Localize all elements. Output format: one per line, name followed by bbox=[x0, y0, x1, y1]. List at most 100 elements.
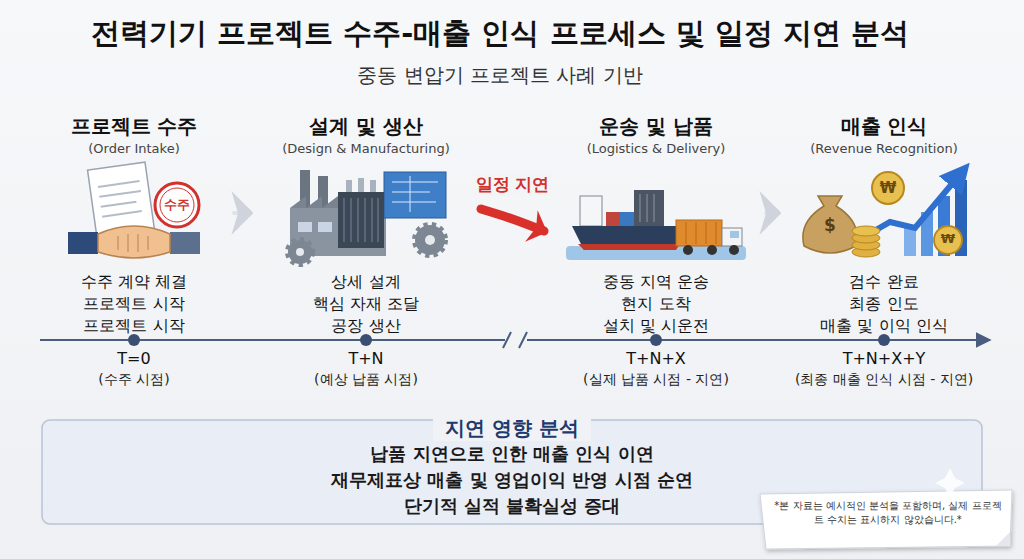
time-note: (수주 시점) bbox=[98, 371, 169, 389]
panel-heading: 지연 영향 분석 bbox=[433, 415, 591, 441]
shipping-icon bbox=[729, 245, 739, 255]
factory-icon bbox=[288, 170, 446, 264]
shipping-icon bbox=[730, 231, 739, 238]
icon-space bbox=[785, 159, 983, 271]
icon-space bbox=[552, 159, 760, 271]
stage-subtitle: (Logistics & Delivery) bbox=[552, 139, 760, 159]
process-stage: 프로젝트 수주(Order Intake)수주 계약 체결프로젝트 시작프로젝트… bbox=[40, 113, 228, 337]
factory-icon bbox=[370, 180, 376, 192]
time-point: T+N+X bbox=[626, 349, 686, 368]
contract-icon bbox=[99, 191, 141, 197]
currency-symbol: ₩ bbox=[880, 179, 897, 197]
stage-subtitle: (Design & Manufacturing) bbox=[257, 139, 475, 159]
shipping-icon bbox=[566, 190, 746, 260]
factory-icon bbox=[384, 172, 446, 218]
currency-symbol: $ bbox=[824, 215, 836, 235]
panel-line: 재무제표상 매출 및 영업이익 반영 시점 순연 bbox=[42, 467, 982, 493]
stage-item: 프로젝트 시작 bbox=[40, 315, 228, 337]
factory-icon bbox=[298, 222, 312, 232]
shipping-icon bbox=[620, 212, 634, 226]
timeline bbox=[527, 339, 990, 341]
shipping-icon bbox=[634, 190, 664, 226]
contract-icon bbox=[155, 183, 199, 227]
stage-subtitle: (Order Intake) bbox=[40, 139, 228, 159]
revenue-icon bbox=[852, 226, 880, 236]
footnote-paper bbox=[996, 532, 1010, 546]
stage-item: 상세 설계 bbox=[257, 271, 475, 293]
shipping-icon bbox=[686, 222, 716, 244]
contract-icon bbox=[170, 232, 200, 254]
subtitle: 중동 변압기 프로젝트 사례 기반 bbox=[357, 62, 642, 89]
contract-icon bbox=[68, 232, 98, 254]
contract-icon bbox=[118, 234, 148, 252]
shipping-icon bbox=[707, 245, 717, 255]
delay-arrow bbox=[481, 209, 544, 231]
factory-icon bbox=[288, 240, 312, 264]
title: 전력기기 프로젝트 수주-매출 인식 프로세스 및 일정 지연 분석 bbox=[91, 14, 909, 54]
timeline bbox=[878, 334, 890, 346]
shipping-icon bbox=[580, 196, 602, 226]
stage-item: 검수 완료 bbox=[785, 271, 983, 293]
time-note: (최종 매출 인식 시점 - 지연) bbox=[795, 371, 973, 389]
stage-heading: 운송 및 납품 bbox=[552, 113, 760, 139]
factory-icon bbox=[318, 222, 332, 232]
stage-heading: 설계 및 생산 bbox=[257, 113, 475, 139]
timeline bbox=[40, 339, 505, 341]
stage-item: 수주 계약 체결 bbox=[40, 271, 228, 293]
time-point: T+N bbox=[348, 349, 383, 368]
time-point: T=0 bbox=[117, 349, 150, 368]
revenue-icon bbox=[803, 172, 967, 257]
process-stage: 운송 및 납품(Logistics & Delivery) 중동 지역 운송현지 … bbox=[552, 113, 760, 337]
shipping-icon bbox=[676, 220, 722, 246]
shipping-icon bbox=[722, 228, 742, 246]
time-note: (실제 납품 시점 - 지연) bbox=[583, 371, 729, 389]
factory-icon bbox=[344, 198, 378, 242]
time-point: T+N+X+Y bbox=[843, 349, 926, 368]
footnote-paper bbox=[760, 490, 1012, 549]
revenue-icon bbox=[848, 172, 962, 246]
footnote-paper bbox=[760, 490, 1012, 549]
flow-chevron bbox=[766, 211, 777, 215]
stage-item: 최종 인도 bbox=[785, 293, 983, 315]
time-note: (예상 납품 시점) bbox=[314, 371, 418, 389]
factory-icon bbox=[415, 225, 445, 255]
contract-icon bbox=[68, 162, 200, 258]
shipping-icon bbox=[683, 245, 693, 255]
flow-chevron bbox=[234, 211, 249, 215]
factory-icon bbox=[425, 235, 435, 245]
icon-space bbox=[257, 159, 475, 271]
factory-icon bbox=[358, 178, 364, 192]
factory-icon bbox=[338, 192, 384, 248]
sparkle bbox=[935, 468, 965, 498]
factory-icon bbox=[296, 248, 304, 256]
revenue-icon bbox=[872, 172, 904, 204]
revenue-icon bbox=[803, 196, 857, 253]
stage-item: 매출 및 이익 인식 bbox=[785, 315, 983, 337]
factory-icon bbox=[290, 196, 338, 208]
process-stage: 매출 인식(Revenue Recognition)검수 완료최종 인도매출 및… bbox=[785, 113, 983, 337]
stage-item: 중동 지역 운송 bbox=[552, 271, 760, 293]
footnote: *본 자료는 예시적인 분석을 포함하며, 실제 프로젝트 수치는 표시하지 않… bbox=[772, 499, 1004, 527]
shipping-icon bbox=[606, 212, 620, 226]
stage-item: 공장 생산 bbox=[257, 315, 475, 337]
edge-label: 일정 지연 bbox=[473, 173, 553, 196]
timeline bbox=[503, 332, 527, 348]
stage-item: 현지 도착 bbox=[552, 293, 760, 315]
contract-icon bbox=[98, 181, 140, 187]
shipping-icon bbox=[640, 194, 654, 222]
timeline bbox=[128, 334, 140, 346]
contract-icon bbox=[98, 226, 170, 258]
contract-icon bbox=[101, 202, 137, 207]
factory-icon bbox=[392, 176, 438, 212]
shipping-icon bbox=[572, 226, 684, 250]
timeline bbox=[650, 334, 662, 346]
panel-line: 납품 지연으로 인한 매출 인식 이연 bbox=[42, 441, 982, 467]
sparkle bbox=[935, 468, 965, 498]
process-stage: 설계 및 생산(Design & Manufacturing) 상세 설계핵심 자… bbox=[257, 113, 475, 337]
stage-item: 설치 및 시운전 bbox=[552, 315, 760, 337]
stage-item: 프로젝트 시작 bbox=[40, 293, 228, 315]
stage-item: 핵심 자재 조달 bbox=[257, 293, 475, 315]
contract-icon bbox=[102, 211, 142, 217]
